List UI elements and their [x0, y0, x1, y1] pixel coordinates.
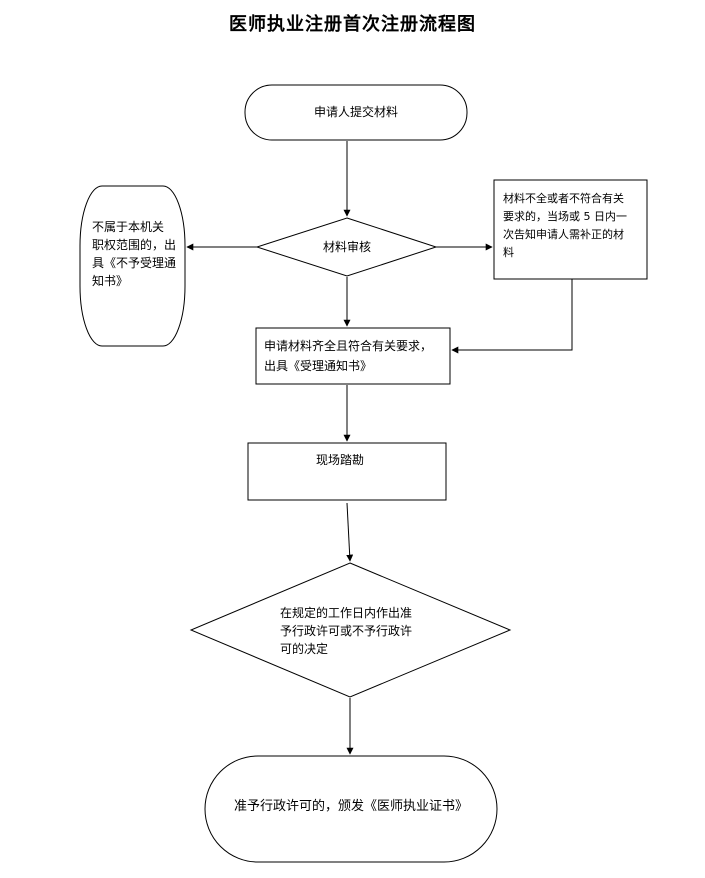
arrow-inspection-to-decision: [346, 502, 354, 562]
incomplete-line: 次告知申请人需补正的材: [503, 228, 624, 241]
decision-line: 予行政许可或不予行政许: [280, 624, 413, 638]
arrow-incomplete-to-accept: [451, 279, 573, 354]
page-title: 医师执业注册首次注册流程图: [229, 14, 476, 35]
reject-scope-label: 不属于本机关 职权范围的，出 具《不予受理通 知书》: [92, 218, 182, 290]
review-label: 材料审核: [322, 240, 371, 254]
incomplete-line: 料: [503, 246, 514, 259]
decision-line: 可的决定: [280, 642, 329, 656]
reject-scope-box: [79, 185, 186, 347]
final-terminal: [204, 755, 498, 863]
inspection-box: [247, 442, 447, 501]
decision-line: 在规定的工作日内作出准: [280, 606, 413, 620]
incomplete-line: 材料不全或者不符合有关: [503, 192, 624, 205]
incomplete-line: 要求的，当场或 5 日内一: [503, 210, 627, 223]
reject-scope-line: 知书》: [92, 274, 129, 288]
decision-label: 在规定的工作日内作出准 予行政许可或不予行政许 可的决定: [280, 604, 430, 658]
incomplete-materials-box: [493, 179, 648, 280]
inspection-label: 现场踏勘: [316, 453, 365, 467]
decision-diamond: [189, 562, 512, 698]
reject-scope-line: 具《不予受理通: [92, 256, 177, 270]
review-decision-diamond: [255, 217, 438, 277]
start-terminal: [244, 84, 468, 141]
accept-label: 申请材料齐全且符合有关要求， 出具《受理通知书》: [264, 336, 446, 376]
reject-scope-line: 不属于本机关: [92, 220, 165, 234]
final-label: 准予行政许可的，颁发《医师执业证书》: [233, 799, 468, 814]
accept-box: [255, 327, 451, 385]
reject-scope-line: 职权范围的，出: [92, 238, 177, 252]
accept-line: 申请材料齐全且符合有关要求，: [264, 339, 433, 353]
accept-line: 出具《受理通知书》: [264, 359, 373, 373]
start-label: 申请人提交材料: [313, 105, 398, 119]
incomplete-materials-label: 材料不全或者不符合有关 要求的，当场或 5 日内一 次告知申请人需补正的材 料: [503, 190, 643, 262]
